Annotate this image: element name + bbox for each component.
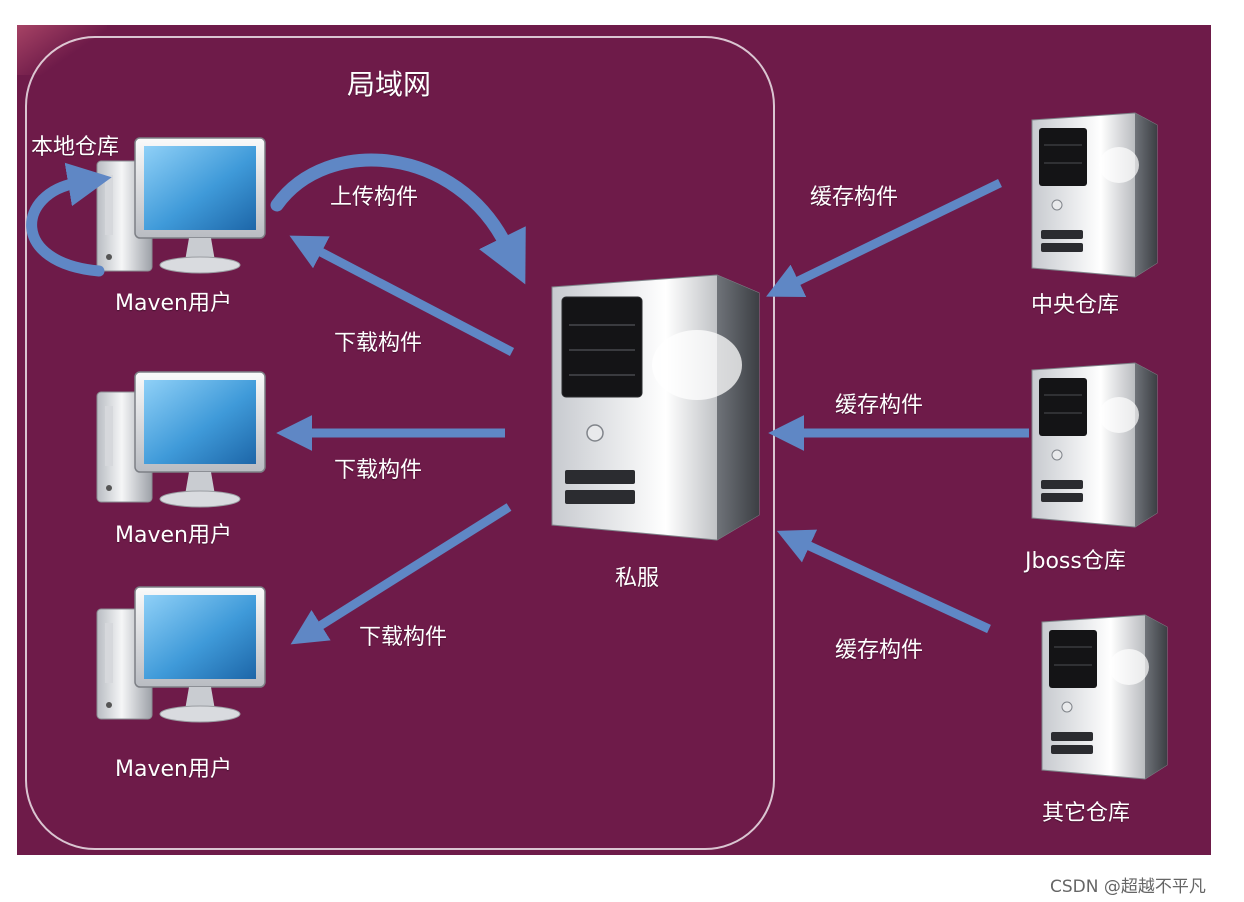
maven-user-label-1: Maven用户 — [115, 291, 232, 316]
download-label-2: 下载构件 — [334, 458, 423, 483]
download-arrow-3 — [290, 503, 512, 645]
central-repo-label: 中央仓库 — [1031, 293, 1120, 318]
lan-title: 局域网 — [347, 68, 432, 101]
central-repo-server-icon — [1031, 112, 1158, 278]
maven-user-label-3: Maven用户 — [115, 757, 232, 782]
upload-label: 上传构件 — [330, 185, 419, 210]
cache-label-2: 缓存构件 — [835, 393, 924, 418]
private-server-icon — [551, 274, 760, 541]
download-arrow-1 — [289, 235, 515, 356]
download-label-3: 下载构件 — [359, 625, 448, 650]
private-server-label: 私服 — [615, 566, 660, 591]
cache-arrow-3 — [776, 529, 991, 634]
upload-arrow — [270, 153, 526, 285]
diagram-canvas: 局域网 本地仓库 Maven用户 Maven用户 Maven用户 上传构件 下载… — [17, 25, 1211, 855]
maven-user-label-2: Maven用户 — [115, 523, 232, 548]
cache-arrow-1 — [766, 178, 1002, 298]
watermark: CSDN @超越不平凡 — [1050, 877, 1206, 897]
maven-user-computer-2 — [96, 371, 266, 508]
other-repo-server-icon — [1041, 614, 1168, 780]
jboss-repo-server-icon — [1031, 362, 1158, 528]
local-repo-label: 本地仓库 — [31, 135, 120, 160]
jboss-repo-label: Jboss仓库 — [1025, 549, 1126, 574]
maven-user-computer-3 — [96, 586, 266, 723]
download-label-1: 下载构件 — [334, 331, 423, 356]
local-repo-loop-arrow — [26, 162, 112, 277]
cache-label-3: 缓存构件 — [835, 638, 924, 663]
diagram-graphics — [26, 112, 1168, 780]
other-repo-label: 其它仓库 — [1042, 801, 1131, 826]
maven-user-computer-1 — [96, 137, 266, 274]
cache-label-1: 缓存构件 — [810, 185, 899, 210]
